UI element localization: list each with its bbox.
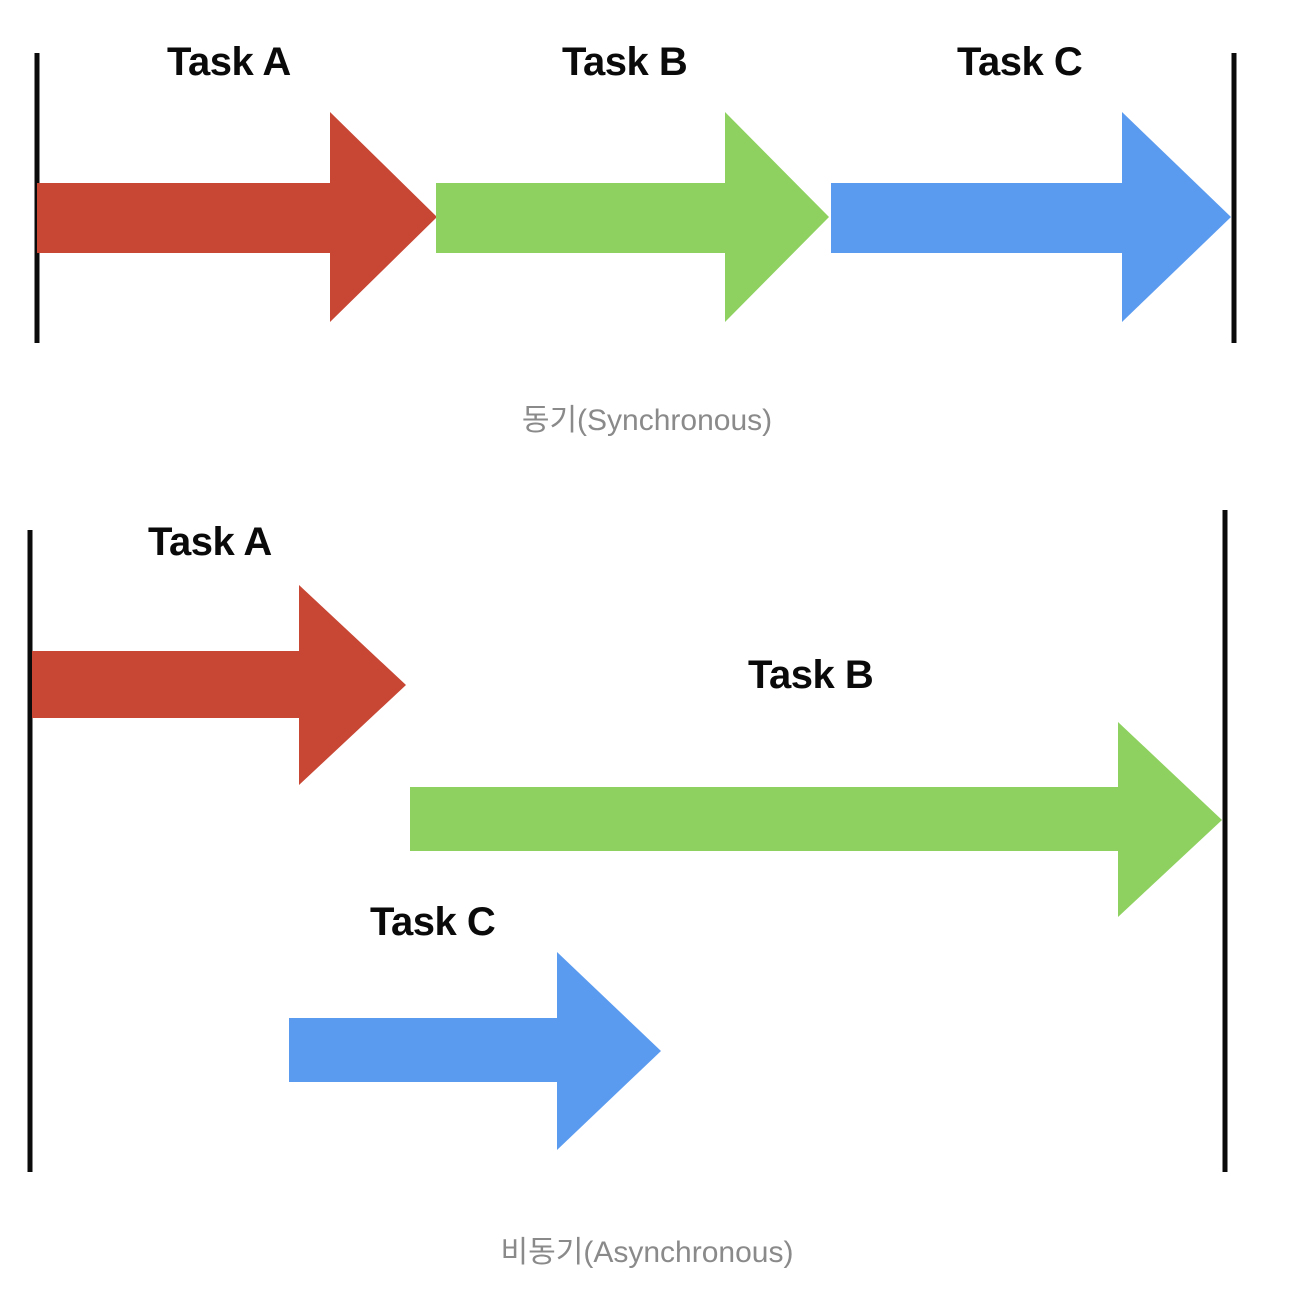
sync-task-c-arrow xyxy=(831,112,1231,322)
sync-task-b-label: Task B xyxy=(562,40,688,84)
asynchronous-section xyxy=(27,510,1228,1172)
synchronous-caption: 동기(Synchronous) xyxy=(521,404,773,437)
async-task-c-arrow xyxy=(289,952,661,1150)
sync-task-a-arrow xyxy=(37,112,437,322)
sync-task-a-label: Task A xyxy=(167,40,291,84)
async-task-c-label: Task C xyxy=(370,900,496,944)
async-task-a-label: Task A xyxy=(148,520,272,564)
asynchronous-caption: 비동기(Asynchronous) xyxy=(500,1236,794,1269)
async-task-a-arrow xyxy=(32,585,406,785)
sync-task-c-label: Task C xyxy=(957,40,1083,84)
sync-task-b-arrow xyxy=(436,112,829,322)
async-task-b-arrow xyxy=(410,722,1222,917)
synchronous-section xyxy=(34,53,1237,343)
async-task-b-label: Task B xyxy=(748,653,874,697)
